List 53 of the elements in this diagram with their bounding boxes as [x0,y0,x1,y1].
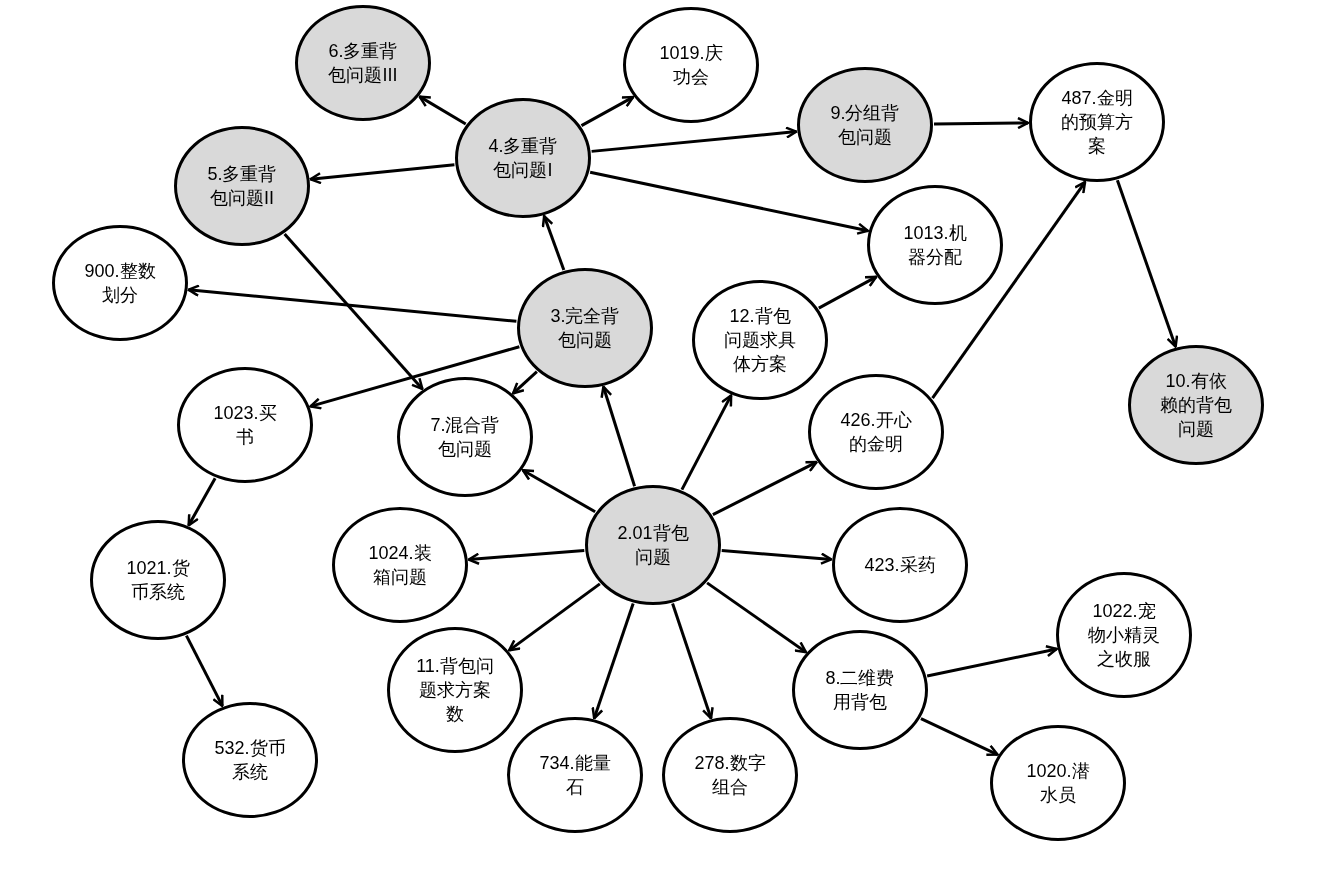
arrow [418,95,467,126]
node-label: 9.分组背包问题 [829,102,901,149]
arrow [712,460,818,516]
arrow [721,549,833,565]
node-label: 11.背包问题求方案数 [416,655,494,726]
node-label: 3.完全背包问题 [549,305,621,352]
arrow [521,468,596,514]
arrow [591,602,635,720]
arrow [920,717,999,757]
node-label: 900.整数划分 [83,260,157,307]
arrow [541,214,566,271]
node-label: 1021.货币系统 [125,557,191,604]
node-label: 7.混合背包问题 [429,414,501,461]
node-label: 278.数字组合 [693,752,767,799]
arrow [185,634,224,708]
arrow [591,126,798,153]
arrow [283,232,424,391]
arrow [589,170,870,235]
node-label: 10.有依赖的背包问题 [1159,370,1233,441]
node-label: 1020.潜水员 [1025,760,1091,807]
node-label: 1019.庆功会 [658,42,724,89]
arrow [507,582,601,652]
node-label: 734.能量石 [538,752,612,799]
arrow [931,180,1087,400]
node-label: 8.二维费用背包 [824,667,896,714]
arrow [706,581,808,654]
arrow [671,603,714,720]
node-label: 1023.买书 [212,402,278,449]
node-label: 423.采药 [863,554,937,577]
node-label: 6.多重背包问题III [327,40,399,87]
node-label: 12.背包问题求具体方案 [723,305,797,376]
node-label: 1013.机器分配 [902,222,968,269]
arrow [309,163,455,185]
arrow [933,116,1030,130]
node-label: 426.开心的金明 [839,409,913,456]
node-label: 1024.装箱问题 [367,542,433,589]
node-label: 5.多重背包问题II [206,163,278,210]
arrow [187,477,217,527]
arrow [187,284,517,323]
arrow [467,548,585,565]
node-label: 1022.宠物小精灵之收服 [1087,600,1161,671]
node-label: 487.金明的预算方案 [1060,87,1134,158]
node-label: 532.货币系统 [213,737,287,784]
arrow [600,385,636,487]
arrow [680,394,733,491]
arrow [818,275,878,310]
arrow [926,644,1058,678]
arrow [309,345,520,410]
arrow [580,95,635,127]
node-label: 4.多重背包问题I [487,135,559,182]
node-label: 2.01背包问题 [616,522,690,569]
arrow [511,370,538,395]
arrow [1115,179,1179,348]
